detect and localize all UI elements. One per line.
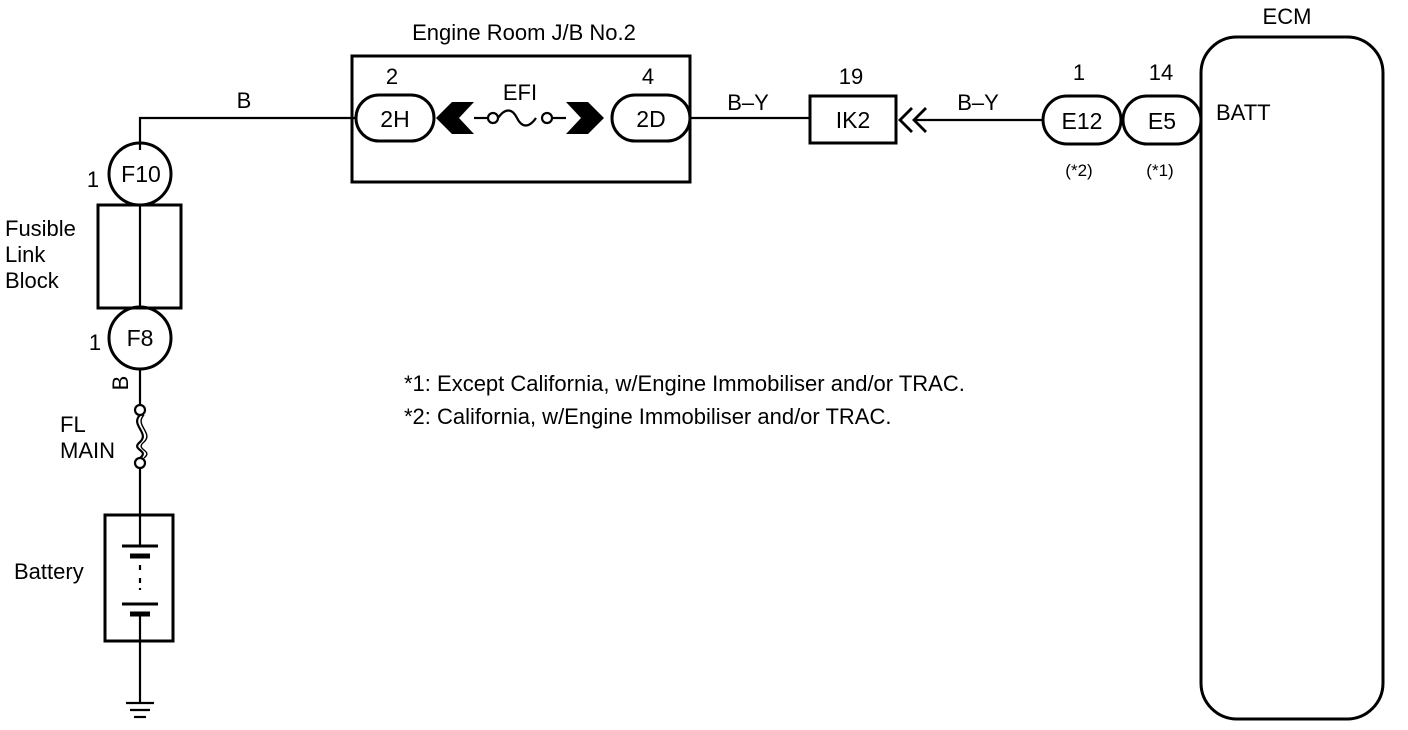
connector-f10-label: F10 <box>121 161 161 187</box>
note-2: *2: California, w/Engine Immobiliser and… <box>404 404 891 429</box>
efi-left-arrow-icon <box>436 102 474 134</box>
connector-e12 <box>1041 94 1123 146</box>
fl-main-label-line2: MAIN <box>60 438 115 463</box>
fusible-link-label-line3: Block <box>5 268 60 293</box>
f10-pin-number: 1 <box>87 167 99 192</box>
wire-b-top-label: B <box>237 88 252 113</box>
fl-main-bottom-terminal <box>133 456 147 470</box>
junction-block-title: Engine Room J/B No.2 <box>412 20 636 45</box>
fusible-link-label-line1: Fusible <box>5 216 76 241</box>
efi-fuse-left-terminal <box>486 111 500 125</box>
wire-by-left-label: B–Y <box>727 90 769 115</box>
efi-fuse-label: EFI <box>503 80 537 105</box>
e12-label: E12 <box>1062 108 1103 134</box>
wire-by-right-label: B–Y <box>957 90 999 115</box>
e12-pin-number: 1 <box>1073 60 1085 85</box>
note-1: *1: Except California, w/Engine Immobili… <box>404 371 965 396</box>
wire-b-top <box>138 116 356 150</box>
e5-note: (*1) <box>1146 161 1173 180</box>
e12-note: (*2) <box>1065 161 1092 180</box>
f8-pin-number: 1 <box>89 330 101 355</box>
connector-e5 <box>1121 94 1203 146</box>
ecm-title: ECM <box>1263 4 1312 29</box>
ecm-batt-terminal: BATT <box>1216 100 1271 125</box>
pin-2h-number: 2 <box>386 64 398 89</box>
e5-pin-number: 14 <box>1149 60 1173 85</box>
ecm-box <box>1199 35 1385 721</box>
efi-right-arrow-icon <box>566 102 604 134</box>
ik2-chevron-1 <box>898 107 913 133</box>
wire-b-lower-label: B <box>108 376 133 391</box>
connector-2h <box>354 93 436 143</box>
efi-fuse-right-terminal <box>540 111 554 125</box>
connector-f8-label: F8 <box>127 325 154 351</box>
battery-label: Battery <box>14 559 84 584</box>
fl-main-top-terminal <box>133 403 147 417</box>
connector-2d-label: 2D <box>636 106 665 132</box>
fl-main-fusible-link-icon <box>136 414 144 459</box>
fusible-link-label-line2: Link <box>5 242 46 267</box>
fl-main-label-line1: FL <box>60 412 86 437</box>
ik2-pin-number: 19 <box>839 64 863 89</box>
connector-2h-label: 2H <box>380 106 409 132</box>
ik2-label: IK2 <box>836 107 871 133</box>
efi-fuse-icon <box>497 109 537 127</box>
ground-icon <box>126 701 154 719</box>
pin-2d-number: 4 <box>642 64 654 89</box>
connector-ik2 <box>808 94 898 145</box>
e5-label: E5 <box>1148 108 1176 134</box>
